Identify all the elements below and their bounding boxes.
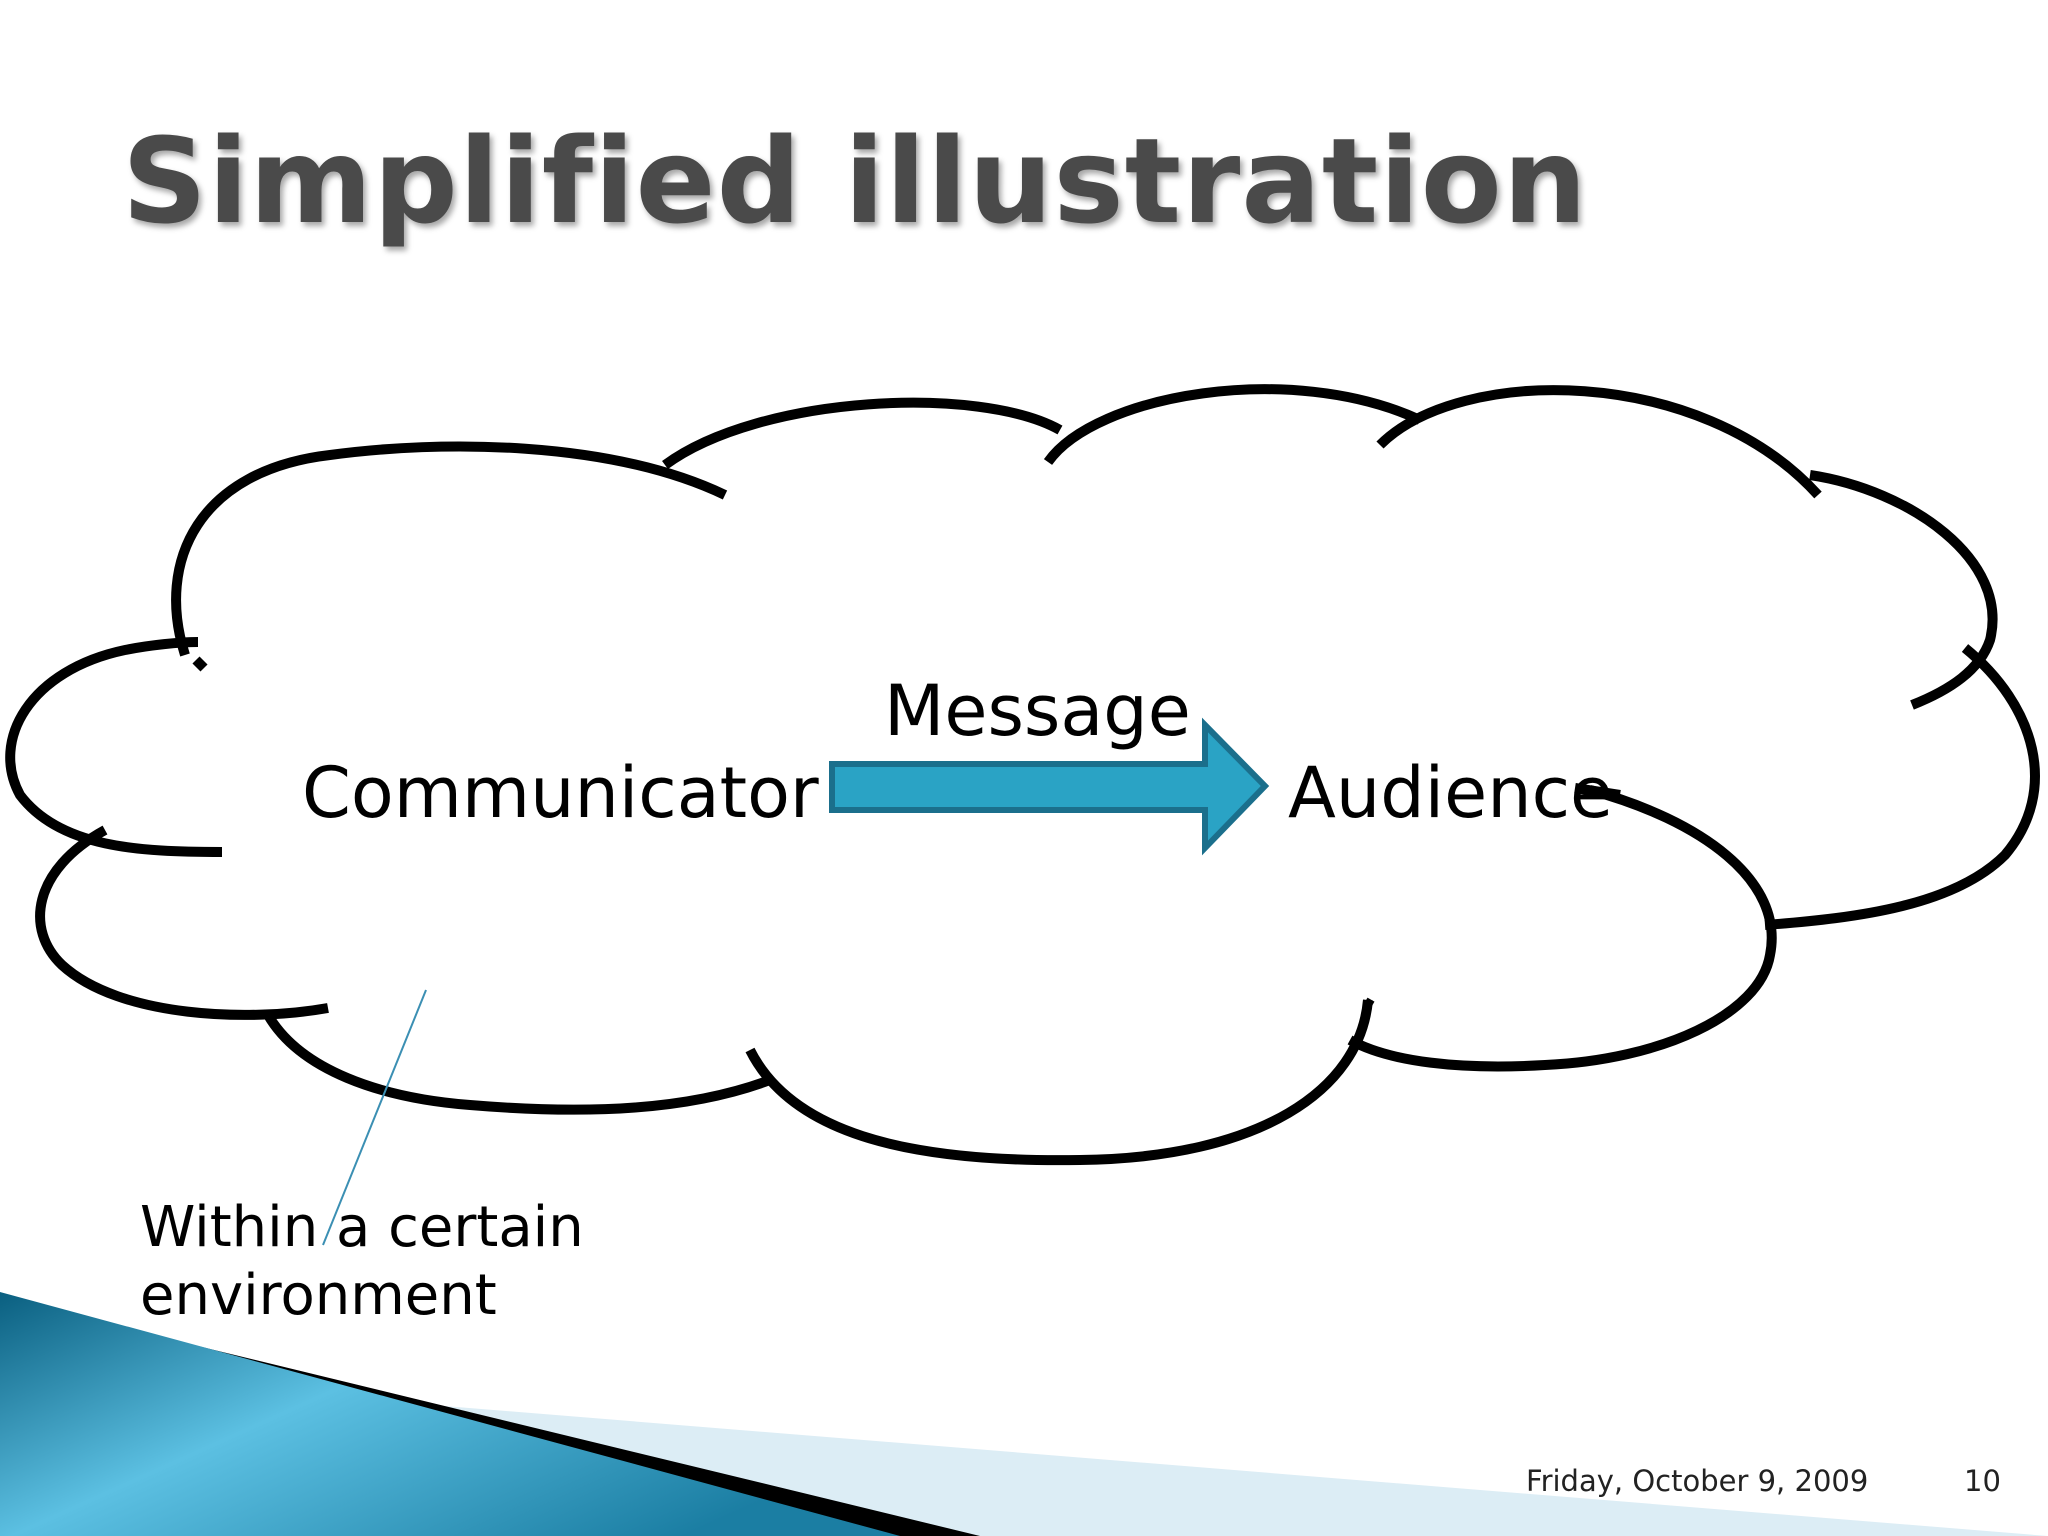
cloud-tick-2 bbox=[1574, 783, 1621, 800]
audience-label: Audience bbox=[1288, 752, 1614, 834]
cloud-lobe-top-right bbox=[1376, 385, 1822, 499]
footer-page-number: 10 bbox=[1964, 1464, 2001, 1498]
corner-decoration bbox=[0, 1292, 2048, 1536]
footer-date: Friday, October 9, 2009 bbox=[1526, 1464, 1869, 1498]
cloud-lobe-top-mid bbox=[662, 397, 1063, 470]
cloud-lobe-left-upper bbox=[5, 637, 223, 857]
cloud-tick-3 bbox=[1362, 997, 1375, 1011]
cloud-lobe-bottom-mid bbox=[745, 999, 1373, 1166]
cloud-lobe-top-left bbox=[171, 441, 728, 657]
environment-label: Within a certain environment bbox=[140, 1195, 584, 1328]
communicator-label: Communicator bbox=[302, 752, 819, 834]
environment-cloud bbox=[5, 384, 2040, 1166]
message-label: Message bbox=[884, 670, 1191, 752]
cloud-lobe-bottom-left bbox=[263, 1012, 772, 1115]
cloud-lobe-bottom-right bbox=[1347, 785, 1777, 1072]
slide-title: Simplified illustration bbox=[122, 112, 1588, 250]
cloud-lobe-right-upper bbox=[1809, 470, 1998, 710]
cloud-lobe-right-lower bbox=[1764, 644, 2040, 930]
cloud-tick-1 bbox=[192, 656, 208, 672]
cloud-lobe-top-center bbox=[1043, 384, 1423, 465]
cloud-lobe-left-lower bbox=[35, 825, 329, 1020]
environment-leader-line bbox=[322, 989, 427, 1246]
message-arrow bbox=[829, 717, 1270, 856]
